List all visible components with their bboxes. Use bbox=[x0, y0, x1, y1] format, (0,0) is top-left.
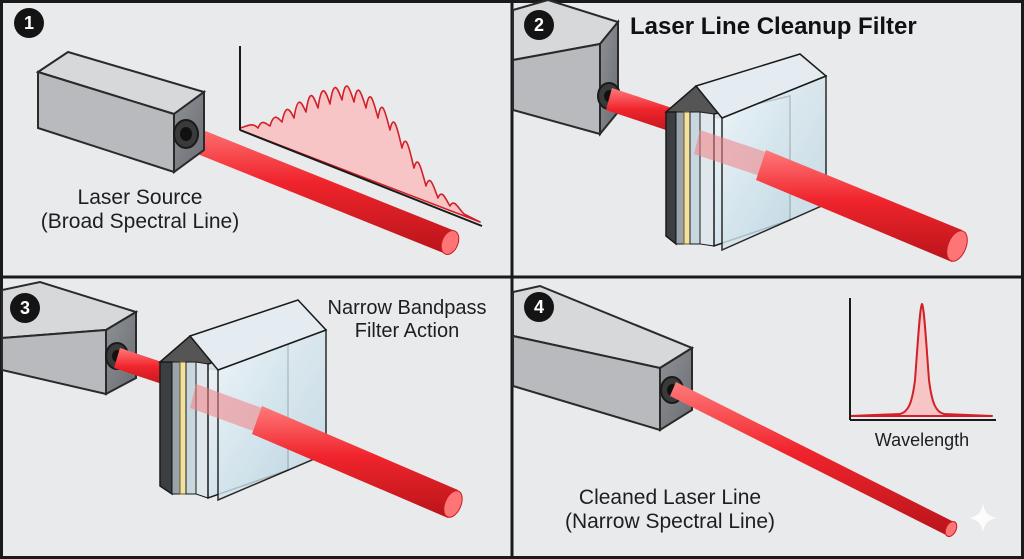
laser-beam-3-through bbox=[190, 384, 262, 432]
laser-beam-1 bbox=[175, 122, 455, 254]
sparkle-icon bbox=[969, 504, 997, 532]
panel-2-cleanup-filter bbox=[512, 0, 968, 262]
laser-beam-2-through bbox=[694, 130, 766, 176]
panel-4-label: Cleaned Laser Line (Narrow Spectral Line… bbox=[540, 486, 800, 534]
panel-1-label-line1: Laser Source bbox=[77, 186, 203, 209]
laser-beam-4 bbox=[670, 382, 954, 536]
laser-beam-3-end bbox=[443, 490, 463, 518]
laser-housing-2 bbox=[512, 0, 621, 137]
panel-1-number-badge: 1 bbox=[14, 8, 44, 38]
laser-housing-3 bbox=[1, 280, 139, 396]
panel-4-cleaned-line bbox=[512, 284, 997, 537]
panel-4-number-badge: 4 bbox=[524, 292, 554, 322]
panel-4-label-line1: Cleaned Laser Line bbox=[578, 486, 762, 509]
wavelength-axis-label: Wavelength bbox=[874, 430, 970, 450]
laser-housing-4 bbox=[512, 284, 695, 432]
panel-3-label-line2: Filter Action bbox=[354, 320, 460, 342]
panel-4-label-line2: (Narrow Spectral Line) bbox=[564, 510, 776, 534]
laser-beam-3-out bbox=[252, 406, 458, 518]
spectrum-x-axis bbox=[239, 129, 483, 227]
panel-3-label: Narrow Bandpass Filter Action bbox=[312, 297, 502, 343]
narrow-spectrum-graph bbox=[849, 298, 996, 421]
laser-housing-1 bbox=[35, 50, 207, 174]
laser-beam-2-end bbox=[946, 230, 968, 262]
panel-1-label-line2: (Broad Spectral Line) bbox=[40, 210, 240, 234]
laser-beam-1-end bbox=[440, 230, 460, 255]
panel-1-spectrum-graph bbox=[239, 46, 483, 227]
broad-spectrum-curve bbox=[239, 85, 481, 223]
panel-1-laser-source bbox=[35, 46, 483, 255]
narrow-spectrum-curve bbox=[849, 303, 993, 417]
panel-3-label-line1: Narrow Bandpass bbox=[327, 297, 487, 319]
laser-beam-2-out bbox=[756, 150, 962, 262]
laser-beam-4-end bbox=[944, 521, 958, 537]
panel-1-label: Laser Source (Broad Spectral Line) bbox=[10, 186, 270, 234]
panel-3-number-badge: 3 bbox=[10, 293, 40, 323]
panel-2-number-badge: 2 bbox=[524, 10, 554, 40]
panel-2-title: Laser Line Cleanup Filter bbox=[630, 13, 917, 40]
panel-3-bandpass-action bbox=[1, 280, 463, 518]
